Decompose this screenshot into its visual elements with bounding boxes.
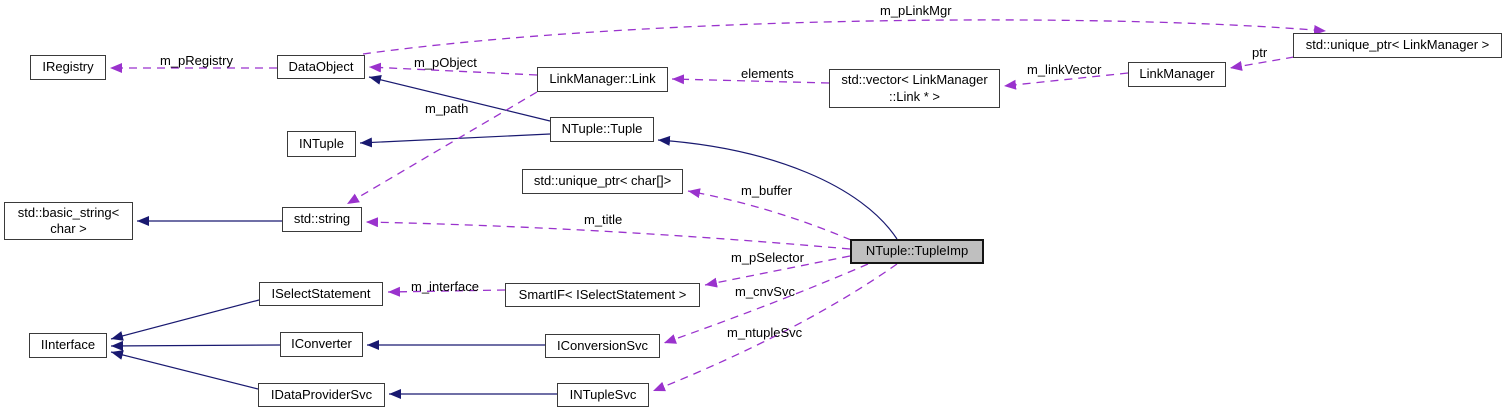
node-label: DataObject <box>288 58 354 74</box>
node-label: ISelectStatement <box>271 285 371 301</box>
node-iselectstatement[interactable]: ISelectStatement <box>259 282 383 306</box>
edge-label-m-interface: m_interface <box>411 279 479 294</box>
node-label: std::string <box>293 211 351 227</box>
edge-label-m-linkvector: m_linkVector <box>1027 62 1102 77</box>
node-label: INTuple <box>298 135 345 151</box>
node-label: IConversionSvc <box>556 337 649 353</box>
node-label: std::unique_ptr< char[]> <box>533 173 672 189</box>
node-label: LinkManager <box>1139 66 1215 82</box>
edge-label-m-pregistry: m_pRegistry <box>160 53 233 68</box>
edge-label-m-plinkmgr: m_pLinkMgr <box>880 3 952 18</box>
node-label: IDataProviderSvc <box>270 386 373 402</box>
node-ntuple-tuple[interactable]: NTuple::Tuple <box>550 117 654 142</box>
edge-m-interface <box>387 286 506 297</box>
edge-label-m-path: m_path <box>425 101 469 116</box>
edge-iconverter-iinterface <box>110 340 281 351</box>
edge-m-pselector <box>704 255 851 288</box>
node-label: NTuple::Tuple <box>561 121 643 137</box>
node-label: LinkManager::Link <box>549 71 656 87</box>
edge-m-cnvsvc <box>663 263 869 344</box>
edge-m-plinkmgr <box>362 19 1327 55</box>
node-label: std::basic_string< char > <box>17 204 120 236</box>
node-smartif-iselectstatement[interactable]: SmartIF< ISelectStatement > <box>505 283 700 307</box>
edge-label-m-ntuplesvc: m_ntupleSvc <box>727 325 803 340</box>
node-intuple[interactable]: INTuple <box>287 131 356 157</box>
edge-label-ptr: ptr <box>1252 45 1268 60</box>
node-label: IInterface <box>40 337 96 353</box>
node-label: NTuple::TupleImp <box>865 243 969 259</box>
edge-tupleimp-tuple <box>657 135 898 240</box>
node-linkmanager-link[interactable]: LinkManager::Link <box>537 67 668 92</box>
node-iconversionsvc[interactable]: IConversionSvc <box>545 334 660 358</box>
edge-tuple-dataobject <box>368 74 551 122</box>
node-vector-linkmanager-link[interactable]: std::vector< LinkManager ::Link * > <box>829 69 1000 108</box>
node-label: SmartIF< ISelectStatement > <box>518 286 687 302</box>
node-label: std::unique_ptr< LinkManager > <box>1305 37 1490 53</box>
node-label: IRegistry <box>42 59 94 75</box>
node-iinterface[interactable]: IInterface <box>29 333 107 358</box>
edge-label-m-cnvsvc: m_cnvSvc <box>735 284 795 299</box>
node-unique-ptr-char[interactable]: std::unique_ptr< char[]> <box>522 169 683 194</box>
node-ntuple-tupleimp: NTuple::TupleImp <box>850 239 984 264</box>
node-iconverter[interactable]: IConverter <box>280 332 363 357</box>
edge-iselectstatement-iinterface <box>110 299 260 341</box>
node-label: INTupleSvc <box>569 386 637 402</box>
node-label: std::vector< LinkManager ::Link * > <box>841 72 988 104</box>
node-unique-ptr-linkmanager[interactable]: std::unique_ptr< LinkManager > <box>1293 33 1502 58</box>
edge-ptr <box>1229 56 1295 71</box>
edge-m-buffer <box>687 188 852 241</box>
edge-tuple-intuple <box>359 133 551 148</box>
node-iregistry[interactable]: IRegistry <box>30 55 106 80</box>
edge-label-m-pobject: m_pObject <box>414 55 477 70</box>
node-std-string[interactable]: std::string <box>282 207 362 232</box>
edge-m-ntuplesvc <box>652 263 898 392</box>
edge-label-m-title: m_title <box>584 212 623 227</box>
edge-m-pobject <box>368 62 538 76</box>
edge-m-linkvector <box>1003 72 1129 90</box>
node-intuplesvc[interactable]: INTupleSvc <box>557 383 649 407</box>
node-linkmanager[interactable]: LinkManager <box>1128 62 1226 87</box>
node-label: IConverter <box>291 336 352 352</box>
edge-label-elements: elements <box>741 66 794 81</box>
edge-label-m-buffer: m_buffer <box>741 183 793 198</box>
node-dataobject[interactable]: DataObject <box>277 55 365 79</box>
node-basic-string[interactable]: std::basic_string< char > <box>4 202 133 240</box>
edge-idataprovidersvc-iinterface <box>110 350 259 390</box>
edge-m-path <box>346 91 538 205</box>
node-idataprovidersvc[interactable]: IDataProviderSvc <box>258 383 385 407</box>
edge-elements <box>671 74 830 85</box>
edge-label-m-pselector: m_pSelector <box>731 250 804 265</box>
